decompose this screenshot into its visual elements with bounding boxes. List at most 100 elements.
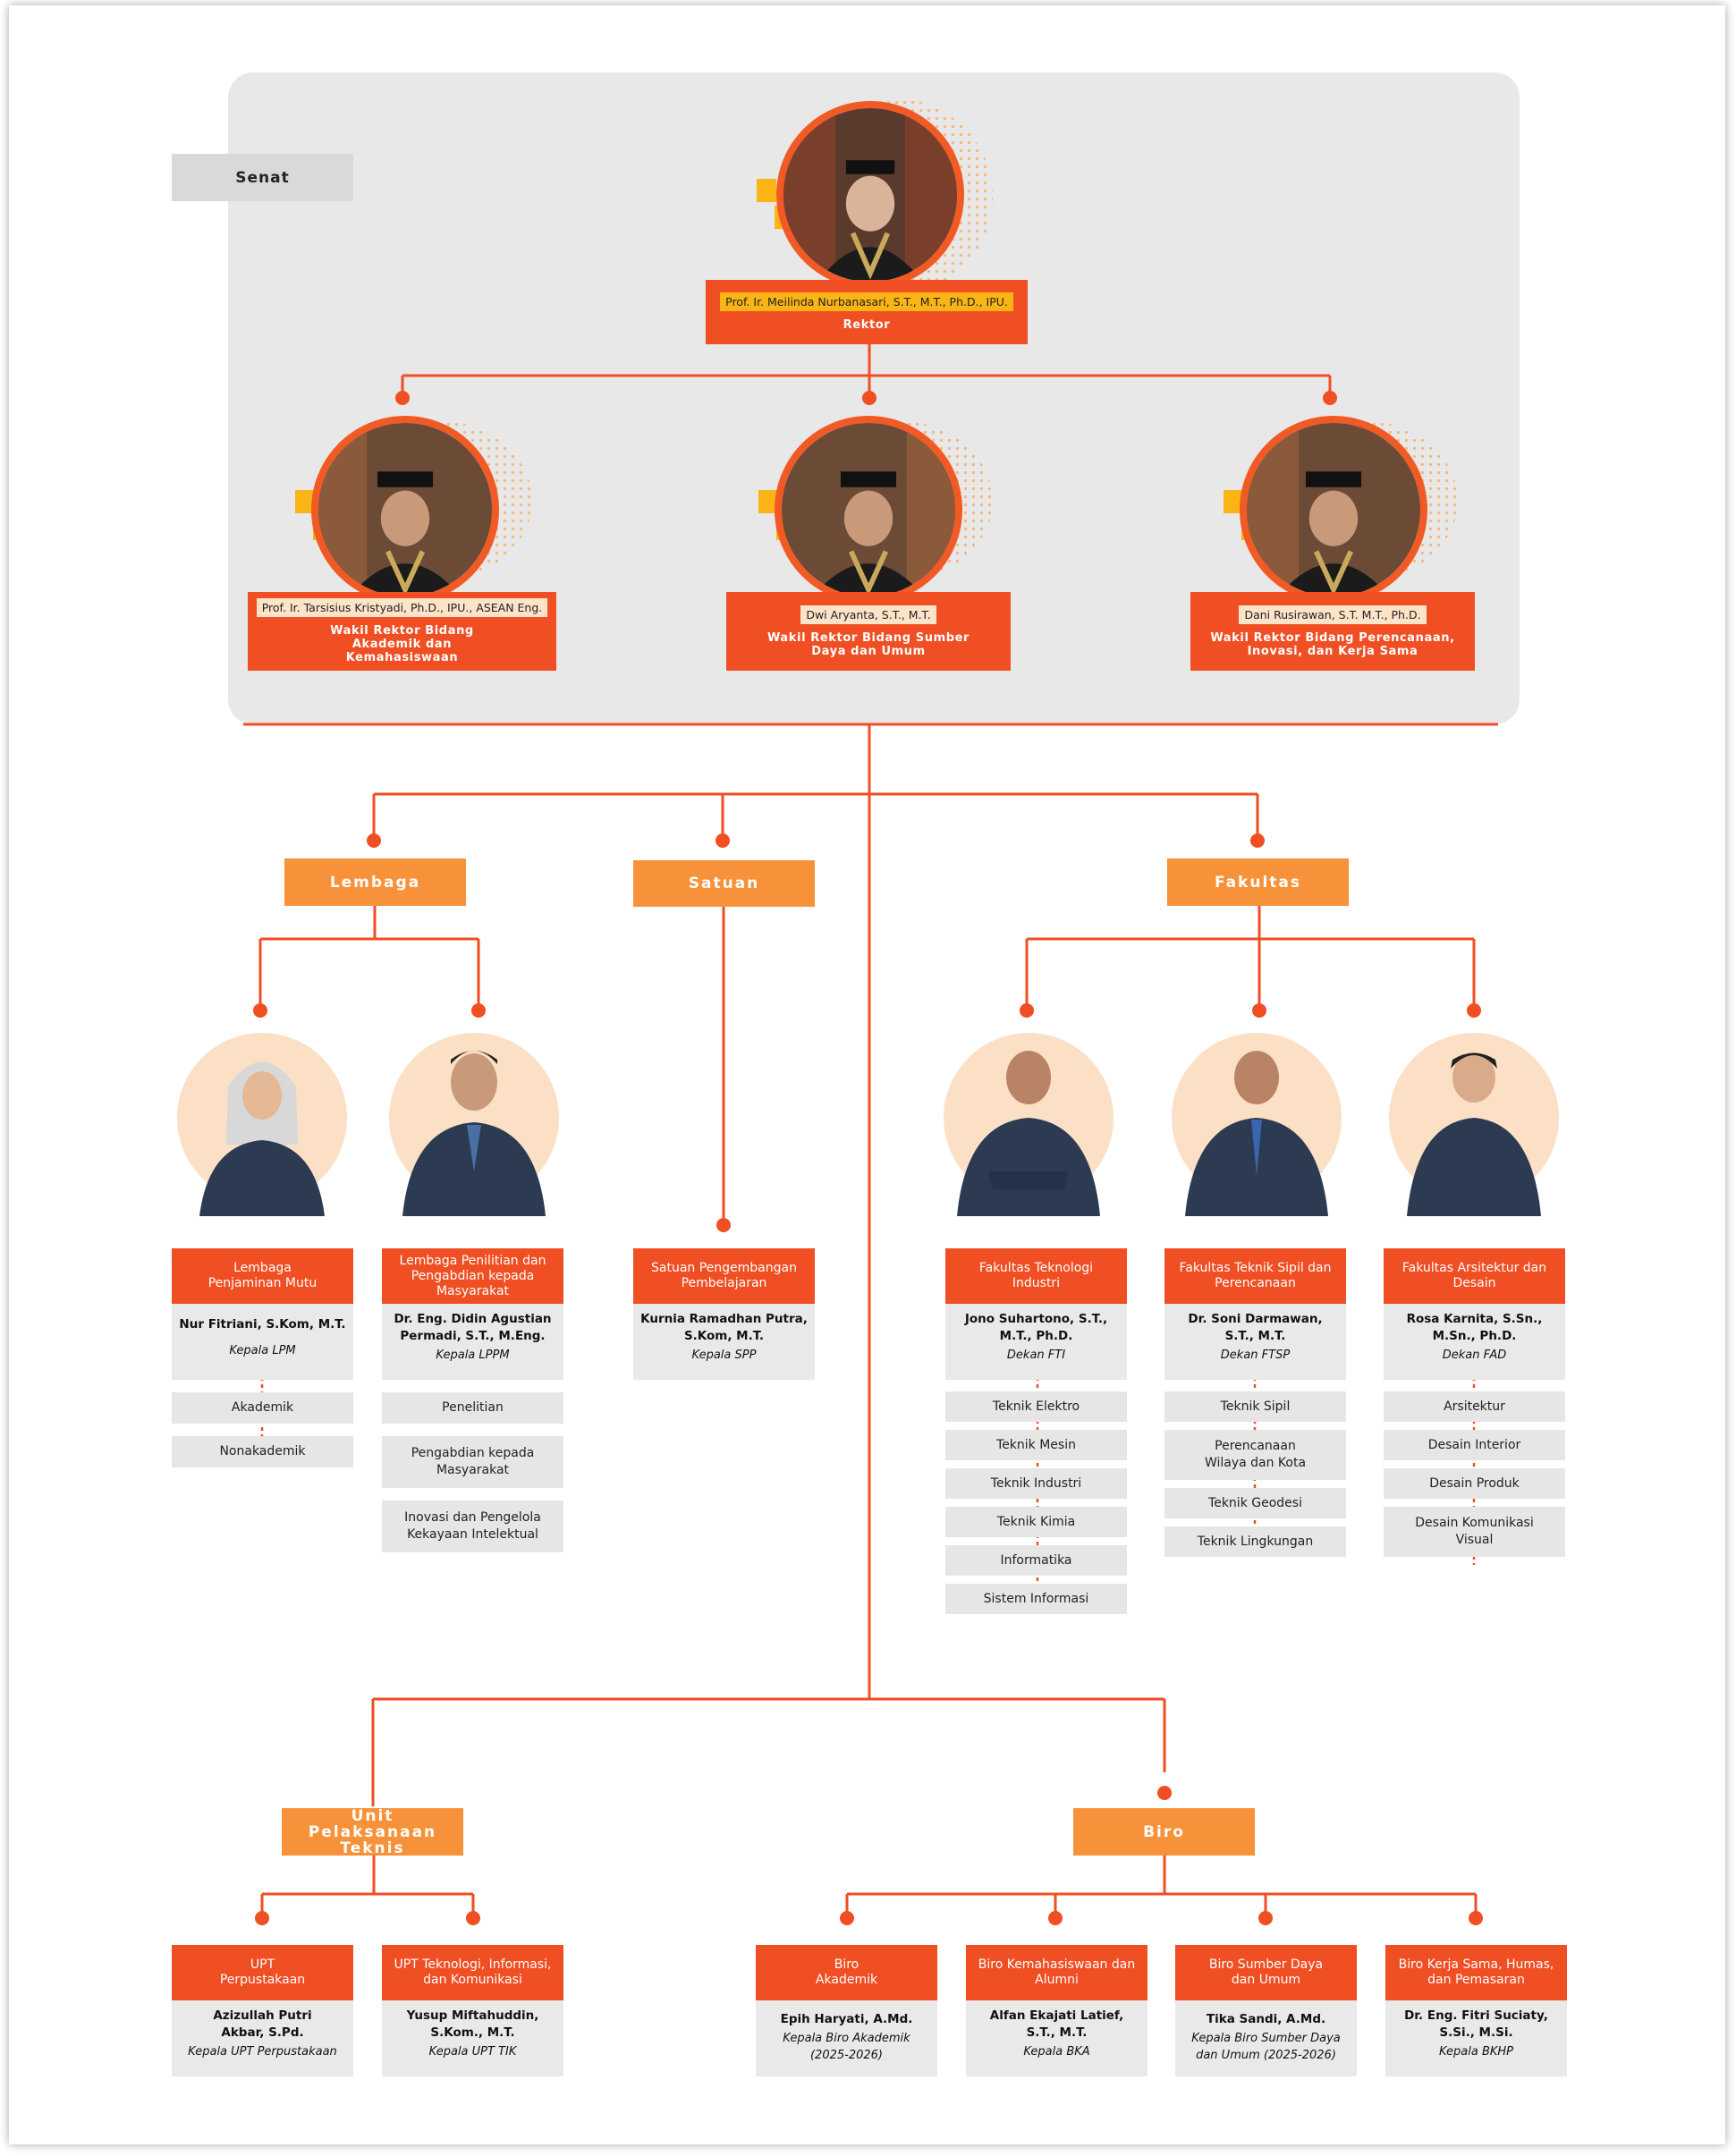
spp-title: Satuan Pengembangan Pembelajaran [633, 1248, 815, 1304]
biro-title: Biro Sumber Daya dan Umum [1175, 1945, 1357, 2000]
fad-dean-photo [1385, 1019, 1563, 1216]
lppm-head-photo [385, 1019, 563, 1216]
biro-title: Biro Kemahasiswaan dan Alumni [966, 1945, 1147, 2000]
connector-dot [255, 1911, 269, 1925]
connector-dot [1467, 1003, 1481, 1018]
fad-title: Fakultas Arsitektur dan Desain [1384, 1248, 1565, 1304]
fad-program: Desain Interior [1384, 1430, 1565, 1460]
lpm-sub-item: Akademik [172, 1392, 353, 1424]
upt-head-role: Kepala UPT TIK [428, 2045, 517, 2059]
ftsp-title: Fakultas Teknik Sipil dan Perencanaan [1164, 1248, 1346, 1304]
biro-title: Biro Akademik [756, 1945, 937, 2000]
connector-dot [862, 391, 876, 405]
connector-dot [716, 1218, 731, 1232]
biro-head-role: Kepala Biro Sumber Daya dan Umum (2025-2… [1191, 2032, 1341, 2062]
spp-head-role: Kepala SPP [691, 1349, 757, 1362]
fad-program: Arsitektur [1384, 1391, 1565, 1422]
connector-dot [253, 1003, 267, 1018]
upt-title: UPT Perpustakaan [172, 1945, 353, 2000]
upt-head-name: Yusup Miftahuddin, S.Kom., M.T. [406, 2008, 539, 2040]
wakil-role: Wakil Rektor Bidang Akademik dan Kemahas… [330, 624, 474, 664]
upt-head-role: Kepala UPT Perpustakaan [188, 2045, 337, 2059]
lpm-head-name: Nur Fitriani, S.Kom, M.T. [179, 1317, 346, 1332]
rektor-role: Rektor [843, 318, 891, 332]
wakil-name: Dani Rusirawan, S.T. M.T., Ph.D. [1239, 605, 1427, 624]
wakil-role: Wakil Rektor Bidang Perencanaan, Inovasi… [1210, 630, 1455, 658]
fti-program: Teknik Mesin [945, 1430, 1127, 1460]
category-upt: Unit Pelaksanaan Teknis [282, 1808, 463, 1856]
lppm-sub-item: Pengabdian kepada Masyarakat [382, 1436, 563, 1488]
connector-dot [1157, 1786, 1172, 1800]
biro-head-name: Epih Haryati, A.Md. [780, 2012, 913, 2026]
biro-info: Alfan Ekajati Latief, S.T., M.T. Kepala … [966, 2000, 1147, 2076]
connector-dot [367, 833, 381, 848]
category-fakultas: Fakultas [1167, 858, 1349, 906]
senat-label: Senat [172, 154, 353, 201]
lppm-head-name: Dr. Eng. Didin Agustian Permadi, S.T., M… [394, 1312, 552, 1343]
fti-program: Informatika [945, 1545, 1127, 1576]
lpm-head-role: Kepala LPM [229, 1344, 296, 1357]
accent-bar [758, 490, 778, 513]
biro-head-role: Kepala BKA [1023, 2045, 1090, 2059]
category-satuan: Satuan [633, 860, 815, 907]
lppm-sub-item: Inovasi dan Pengelola Kekayaan Intelektu… [382, 1501, 563, 1552]
ftsp-dean-role: Dekan FTSP [1220, 1349, 1291, 1362]
rektor-card: Prof. Ir. Meilinda Nurbanasari, S.T., M.… [706, 280, 1028, 344]
wakil-photo [1240, 416, 1427, 604]
biro-info: Dr. Eng. Fitri Suciaty, S.Si., M.Si. Kep… [1385, 2000, 1567, 2076]
lppm-sub-item: Penelitian [382, 1392, 563, 1424]
connector-dot [395, 391, 410, 405]
ftsp-info: Dr. Soni Darmawan, S.T., M.T. Dekan FTSP [1164, 1304, 1346, 1380]
connector-dot [1250, 833, 1265, 848]
fti-program: Teknik Industri [945, 1468, 1127, 1499]
lppm-title: Lembaga Penilitian dan Pengabdian kepada… [382, 1248, 563, 1304]
upt-info: Yusup Miftahuddin, S.Kom., M.T. Kepala U… [382, 2000, 563, 2076]
spp-info: Kurnia Ramadhan Putra, S.Kom, M.T. Kepal… [633, 1304, 815, 1380]
biro-head-name: Alfan Ekajati Latief, S.T., M.T. [989, 2008, 1124, 2040]
fad-info: Rosa Karnita, S.Sn., M.Sn., Ph.D. Dekan … [1384, 1304, 1565, 1380]
wakil-card: Dwi Aryanta, S.T., M.T. Wakil Rektor Bid… [726, 592, 1011, 671]
biro-info: Tika Sandi, A.Md. Kepala Biro Sumber Day… [1175, 2000, 1357, 2076]
fti-title: Fakultas Teknologi Industri [945, 1248, 1127, 1304]
fad-program: Desain Produk [1384, 1468, 1565, 1499]
connector-dot [840, 1911, 854, 1925]
rektor-name: Prof. Ir. Meilinda Nurbanasari, S.T., M.… [720, 292, 1013, 311]
lpm-sub-item: Nonakademik [172, 1436, 353, 1467]
connector-dot [1048, 1911, 1063, 1925]
biro-head-role: Kepala Biro Akademik (2025-2026) [783, 2032, 910, 2062]
ftsp-program: Perencanaan Wilaya dan Kota [1164, 1430, 1346, 1480]
ftsp-program: Teknik Geodesi [1164, 1488, 1346, 1518]
connector-dot [1323, 391, 1337, 405]
lpm-head-photo [173, 1019, 351, 1216]
biro-head-name: Dr. Eng. Fitri Suciaty, S.Si., M.Si. [1404, 2008, 1548, 2040]
wakil-photo [775, 416, 962, 604]
wakil-card: Dani Rusirawan, S.T. M.T., Ph.D. Wakil R… [1190, 592, 1475, 671]
biro-head-role: Kepala BKHP [1438, 2045, 1514, 2059]
ftsp-program: Teknik Sipil [1164, 1391, 1346, 1422]
category-lembaga: Lembaga [284, 858, 466, 906]
fti-dean-name: Jono Suhartono, S.T., M.T., Ph.D. [964, 1312, 1108, 1343]
connector-dot [1258, 1911, 1273, 1925]
ftsp-dean-photo [1167, 1019, 1346, 1216]
wakil-role: Wakil Rektor Bidang Sumber Daya dan Umum [766, 630, 970, 658]
wakil-card: Prof. Ir. Tarsisius Kristyadi, Ph.D., IP… [248, 592, 556, 671]
wakil-name: Prof. Ir. Tarsisius Kristyadi, Ph.D., IP… [256, 598, 548, 617]
spp-head-name: Kurnia Ramadhan Putra, S.Kom, M.T. [640, 1312, 808, 1343]
category-biro: Biro [1073, 1808, 1255, 1856]
connector-dot [1469, 1911, 1483, 1925]
connector-dot [1020, 1003, 1034, 1018]
lpm-info: Nur Fitriani, S.Kom, M.T. Kepala LPM [172, 1304, 353, 1380]
wakil-name: Dwi Aryanta, S.T., M.T. [800, 605, 936, 624]
upt-title: UPT Teknologi, Informasi, dan Komunikasi [382, 1945, 563, 2000]
upt-head-name: Azizullah Putri Akbar, S.Pd. [213, 2008, 312, 2040]
ftsp-dean-name: Dr. Soni Darmawan, S.T., M.T. [1188, 1312, 1323, 1343]
connector-dot [471, 1003, 486, 1018]
fad-dean-role: Dekan FAD [1442, 1349, 1507, 1362]
fti-program: Teknik Elektro [945, 1391, 1127, 1422]
connector-dot [466, 1911, 480, 1925]
fad-program: Desain Komunikasi Visual [1384, 1507, 1565, 1557]
accent-bar [295, 490, 315, 513]
fti-program: Sistem Informasi [945, 1584, 1127, 1614]
accent-bar [757, 179, 776, 202]
ftsp-program: Teknik Lingkungan [1164, 1526, 1346, 1557]
